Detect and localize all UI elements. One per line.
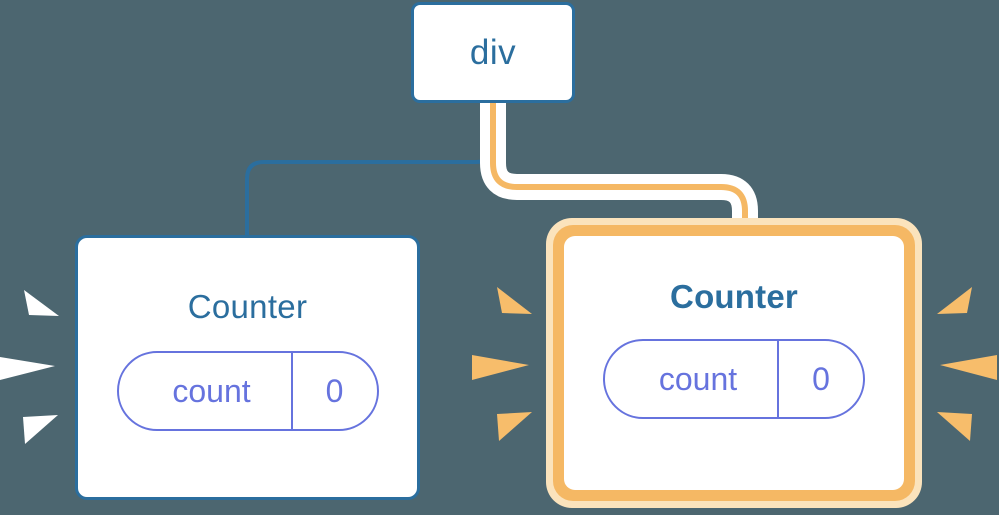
ray xyxy=(0,357,55,380)
ray xyxy=(497,412,532,441)
ray xyxy=(24,290,59,316)
state-key: count xyxy=(172,373,251,409)
burst-right-left-side xyxy=(472,287,532,441)
ray xyxy=(23,415,58,444)
node-div-label: div xyxy=(469,33,517,72)
state-value: 0 xyxy=(777,341,863,417)
ray xyxy=(937,412,972,441)
node-counter-left-label: Counter xyxy=(187,288,308,325)
node-div[interactable]: div xyxy=(411,2,575,103)
burst-right-right-side xyxy=(937,287,997,441)
ray xyxy=(497,287,532,314)
ray xyxy=(937,287,972,314)
burst-left-outer xyxy=(0,290,59,444)
state-pill-counter-left: count 0 xyxy=(116,351,379,431)
node-counter-right-highlight-ring: Counter count 0 xyxy=(553,225,915,501)
node-counter-right[interactable]: Counter count 0 xyxy=(564,236,904,490)
node-counter-right-label: Counter xyxy=(670,278,798,315)
state-pill-counter-right: count 0 xyxy=(603,339,865,419)
node-counter-left[interactable]: Counter count 0 xyxy=(75,235,420,500)
node-counter-right-highlight-glow: Counter count 0 xyxy=(546,218,922,508)
edge-div-to-counter-left xyxy=(245,101,495,238)
ray xyxy=(940,355,997,380)
state-value: 0 xyxy=(290,353,377,429)
ray xyxy=(472,355,529,380)
state-key: count xyxy=(658,361,738,397)
